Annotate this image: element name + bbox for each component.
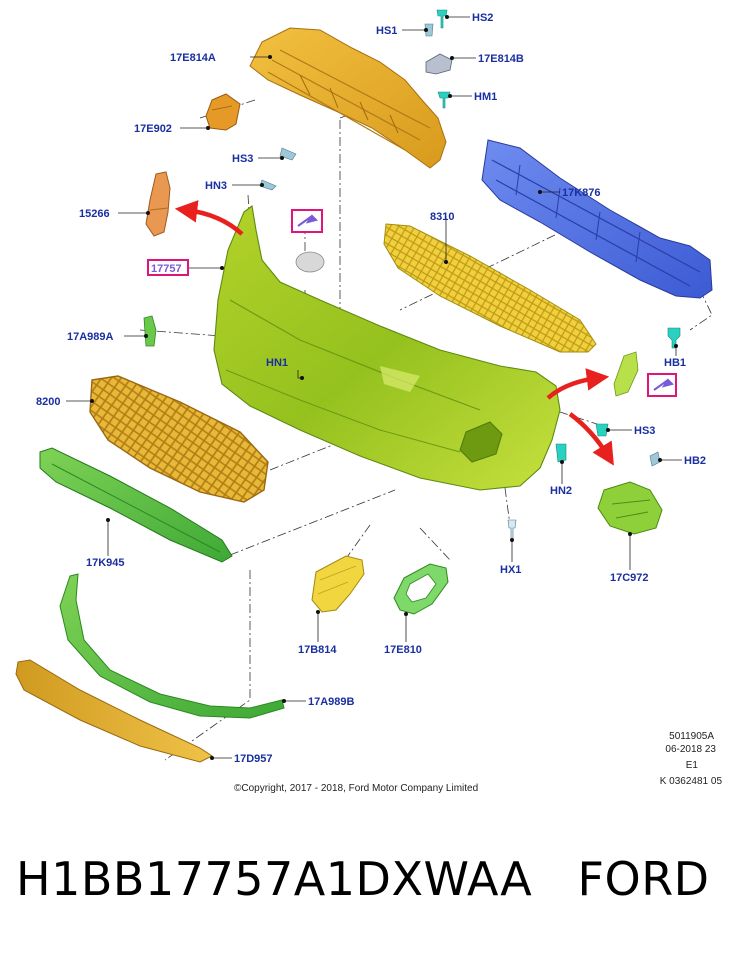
bracket-17c972[interactable] bbox=[597, 481, 663, 535]
clip-hx1 bbox=[507, 519, 517, 541]
label-17a989a[interactable]: 17A989A bbox=[67, 331, 114, 343]
clip-hs3-right bbox=[595, 423, 609, 437]
label-hs1[interactable]: HS1 bbox=[376, 25, 397, 37]
side-bracket-right[interactable] bbox=[613, 351, 639, 397]
clip-hs1 bbox=[424, 23, 434, 37]
label-17a989b[interactable]: 17A989B bbox=[308, 696, 355, 708]
part-labels: HS1 HS2 17E814A 17E814B HM1 17E902 HS3 H… bbox=[36, 12, 706, 765]
bracket-17e814b[interactable] bbox=[425, 53, 453, 75]
label-hx1[interactable]: HX1 bbox=[500, 564, 521, 576]
clip-hb1 bbox=[667, 327, 681, 349]
label-17b814[interactable]: 17B814 bbox=[298, 644, 337, 656]
label-hs2[interactable]: HS2 bbox=[472, 12, 493, 24]
bumper-cover-17757[interactable] bbox=[213, 205, 561, 491]
bracket-15266[interactable] bbox=[145, 171, 171, 237]
red-arrows bbox=[174, 200, 614, 466]
label-hn2[interactable]: HN2 bbox=[550, 485, 572, 497]
upper-bracket-17e814a[interactable] bbox=[249, 27, 447, 169]
info-line-2: 06-2018 23 bbox=[665, 744, 716, 755]
label-hb1[interactable]: HB1 bbox=[664, 357, 686, 369]
info-line-1: 5011905A bbox=[669, 731, 714, 742]
label-hn3[interactable]: HN3 bbox=[205, 180, 227, 192]
fog-lamp-opening bbox=[459, 421, 503, 463]
label-8200[interactable]: 8200 bbox=[36, 396, 60, 408]
bracket-callout bbox=[647, 373, 677, 397]
lower-grille-17k945[interactable] bbox=[39, 447, 233, 563]
arrow-right-bottom-icon bbox=[568, 412, 614, 466]
fog-cover-17b814[interactable] bbox=[311, 555, 365, 613]
label-17e902[interactable]: 17E902 bbox=[134, 123, 172, 135]
label-17k945[interactable]: 17K945 bbox=[86, 557, 125, 569]
label-17e810[interactable]: 17E810 bbox=[384, 644, 422, 656]
lower-trim-17a989b[interactable] bbox=[59, 573, 285, 719]
highlight-box-17757 bbox=[147, 259, 189, 276]
label-hb2[interactable]: HB2 bbox=[684, 455, 706, 467]
emblem-plug bbox=[295, 251, 325, 273]
energy-absorber-8310[interactable] bbox=[383, 223, 597, 353]
illustration-info: 5011905A 06-2018 23 E1 K 0362481 05 bbox=[660, 731, 723, 787]
lower-strip-17d957[interactable] bbox=[15, 659, 213, 763]
label-17d957[interactable]: 17D957 bbox=[234, 753, 273, 765]
fog-bezel-17e810[interactable] bbox=[393, 563, 449, 615]
label-17k876[interactable]: 17K876 bbox=[562, 187, 601, 199]
grille-8200[interactable] bbox=[89, 375, 269, 503]
leader-lines bbox=[66, 16, 682, 759]
leader-dots bbox=[90, 15, 678, 760]
label-15266[interactable]: 15266 bbox=[79, 208, 110, 220]
label-hm1[interactable]: HM1 bbox=[474, 91, 497, 103]
reinforcement-beam-17k876[interactable] bbox=[481, 139, 713, 299]
label-17757[interactable]: 17757 bbox=[151, 263, 182, 275]
info-line-4: K 0362481 05 bbox=[660, 776, 723, 787]
clip-hn2 bbox=[555, 443, 567, 463]
label-17c972[interactable]: 17C972 bbox=[610, 572, 649, 584]
arrow-right-top-icon bbox=[546, 368, 610, 400]
bracket-17e902[interactable] bbox=[205, 93, 241, 131]
part-number-caption: H1BB17757A1DXWAA FORD bbox=[16, 852, 710, 906]
info-line-3: E1 bbox=[686, 760, 699, 771]
clip-hs2 bbox=[436, 9, 448, 29]
arrow-left-icon bbox=[174, 200, 244, 236]
label-8310[interactable]: 8310 bbox=[430, 211, 454, 223]
copyright: ©Copyright, 2017 - 2018, Ford Motor Comp… bbox=[234, 783, 478, 794]
label-hs3-top[interactable]: HS3 bbox=[232, 153, 253, 165]
clip-hm1 bbox=[437, 91, 451, 109]
clip-hs3-top bbox=[279, 147, 297, 161]
label-17e814a[interactable]: 17E814A bbox=[170, 52, 216, 64]
label-hn1[interactable]: HN1 bbox=[266, 357, 288, 369]
label-17e814b[interactable]: 17E814B bbox=[478, 53, 524, 65]
bracket-17a989a[interactable] bbox=[143, 315, 157, 347]
label-hs3-right[interactable]: HS3 bbox=[634, 425, 655, 437]
emblem-callout bbox=[291, 209, 323, 233]
parts-diagram: HS1 HS2 17E814A 17E814B HM1 17E902 HS3 H… bbox=[15, 9, 723, 794]
